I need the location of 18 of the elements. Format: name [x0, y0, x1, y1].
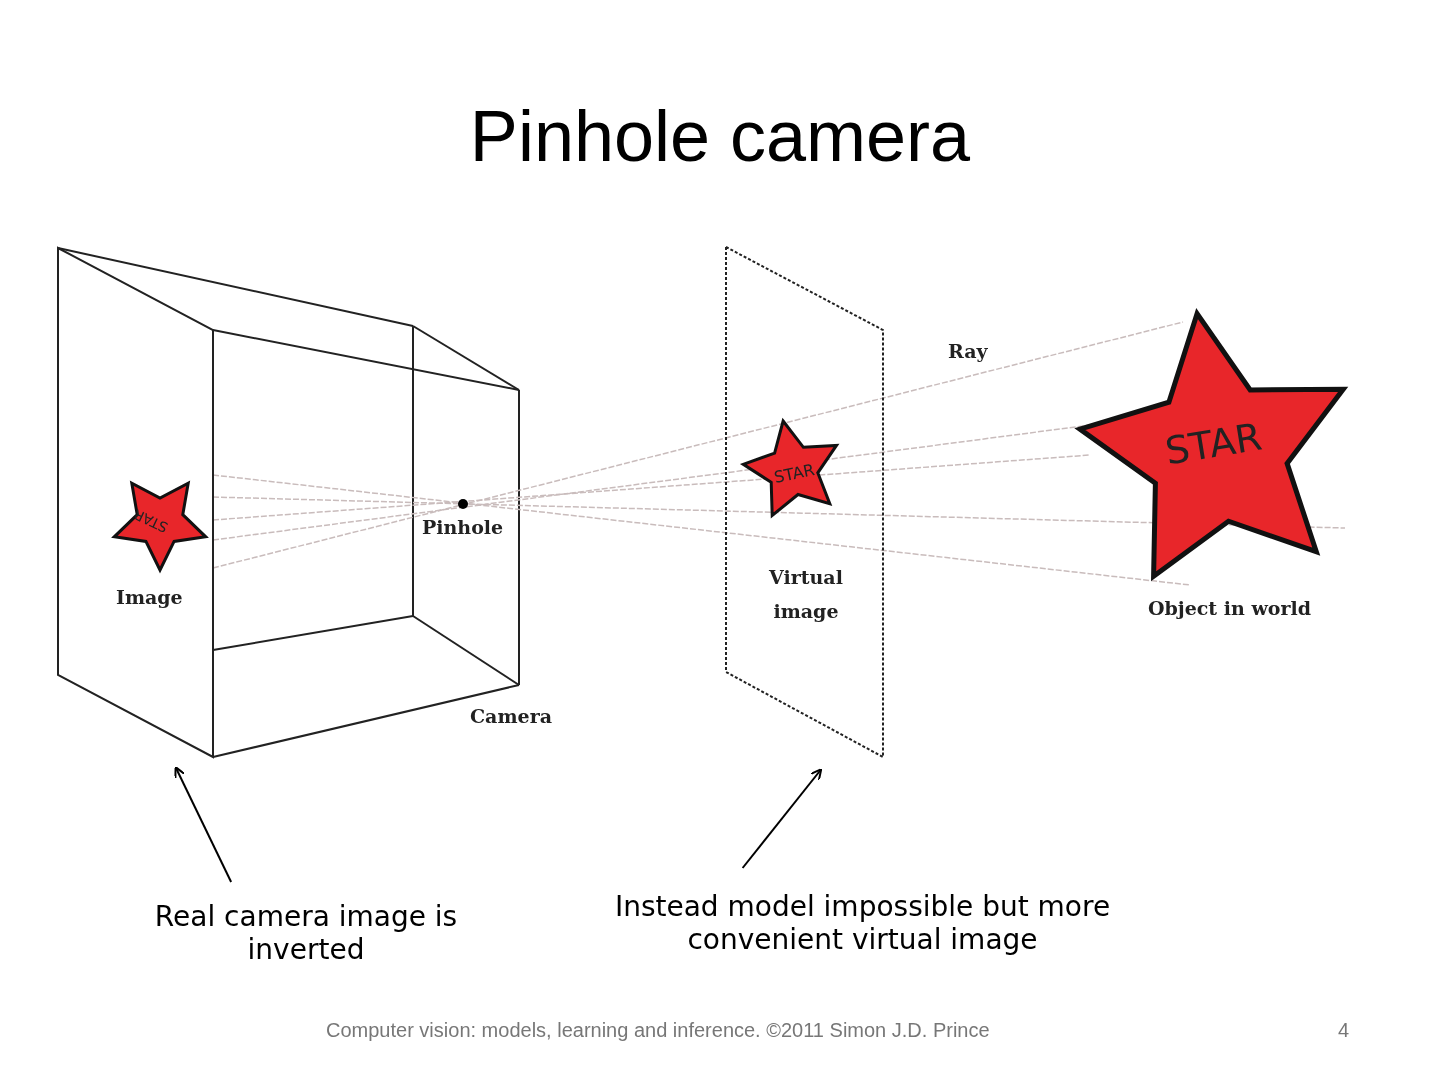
callout-text: Instead model impossible but more convenient virtual image: [590, 890, 1135, 956]
star-text: STAR: [1162, 414, 1265, 474]
pinhole-label: Pinhole: [422, 516, 504, 538]
footer-text: Computer vision: models, learning and inference. ©2011 Simon J.D. Prince: [326, 1019, 990, 1042]
page-number: 4: [1338, 1019, 1350, 1042]
leader-line: [741, 768, 823, 869]
star-text: STAR: [772, 459, 817, 488]
leader-line: [174, 766, 233, 883]
image-plane: [56, 246, 216, 760]
star-text: STAR: [131, 506, 171, 536]
callout-text: Real camera image is inverted: [150, 900, 462, 966]
ray-label: Ray: [948, 340, 988, 362]
slide-title: Pinhole camera: [469, 96, 971, 176]
virtual-image-label: Virtual image: [768, 565, 844, 624]
virtual-image-plane: [724, 245, 885, 759]
image-label: Image: [116, 586, 183, 608]
camera-label: Camera: [470, 705, 552, 727]
object-label: Object in world: [1148, 597, 1311, 619]
